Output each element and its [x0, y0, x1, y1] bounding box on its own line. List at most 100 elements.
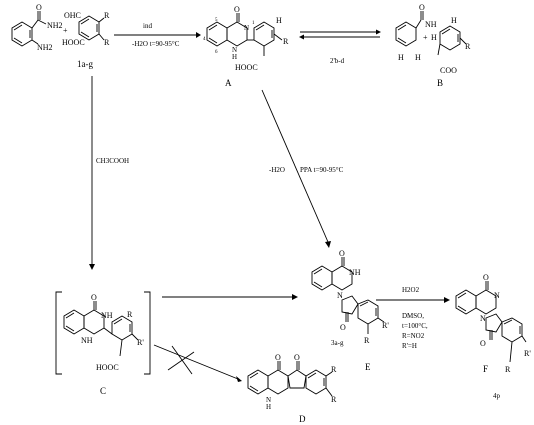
- double-bond: [397, 37, 407, 44]
- blocked-reaction-arrow: [153, 344, 239, 380]
- arrow-head: [444, 297, 450, 303]
- compound-f-structure: O N N O R' R: [455, 273, 531, 374]
- acid-condition: CH3COOH: [96, 157, 129, 165]
- benzene-ring: [395, 21, 417, 47]
- ring-hydrogen: H: [398, 53, 404, 62]
- step1-condition-bottom: -H2O t=90-95°C: [132, 40, 180, 48]
- benzene-ring: [206, 21, 228, 47]
- arrow-head: [292, 294, 298, 300]
- bond: [325, 371, 333, 377]
- compound-e-label: E: [365, 362, 371, 372]
- bond: [103, 327, 113, 335]
- double-bond: [208, 37, 218, 44]
- double-bond: [457, 305, 467, 312]
- bond: [31, 39, 39, 45]
- arrow-head: [236, 376, 242, 382]
- cross-mark: [167, 351, 195, 371]
- acid-label: COO: [440, 66, 457, 75]
- substituent-r: R: [331, 365, 337, 374]
- benzene-ring: [247, 369, 269, 395]
- bond: [119, 339, 123, 357]
- double-bond: [249, 372, 259, 379]
- compound-c-structure: O NH NH R R' HOOC: [55, 291, 151, 375]
- substituent-r: R: [104, 38, 110, 47]
- substituent-r: R: [283, 37, 289, 46]
- oxidation-solvent: DMSO,: [402, 312, 424, 320]
- oxidation-r2: R'=H: [402, 342, 417, 350]
- double-bond: [359, 301, 369, 307]
- bond: [131, 333, 139, 341]
- step1-condition-top: ind: [143, 22, 152, 30]
- compound-f-series: 4p: [493, 392, 501, 400]
- atom-number: 1: [252, 21, 255, 26]
- ring-hydrogen: H: [276, 16, 282, 25]
- carbonyl-oxygen: O: [480, 339, 486, 348]
- substituent-r-prime: R': [137, 338, 144, 347]
- ring-hydrogen: H: [431, 33, 437, 42]
- acid-label: HOOC: [96, 363, 119, 372]
- plus-sign: +: [63, 26, 68, 35]
- bond: [437, 43, 441, 56]
- double-bond: [80, 31, 90, 38]
- oxidation-r1: R=NO2: [402, 332, 425, 340]
- double-bond: [255, 24, 265, 31]
- atom-number: 5: [215, 18, 218, 23]
- ring-nitrogen: N: [244, 24, 249, 32]
- reactant-aminobenzamide: O NH2 NH2: [11, 3, 63, 52]
- left-bracket: [55, 291, 62, 375]
- ring-nitrogen: N: [494, 291, 500, 300]
- carbonyl-oxygen: O: [36, 3, 42, 12]
- compound-a-label: A: [225, 78, 232, 88]
- ring-nh: NH: [101, 311, 113, 320]
- ring-nitrogen: N: [266, 396, 271, 404]
- double-bond: [13, 37, 23, 44]
- arrow-head: [376, 29, 381, 35]
- double-bond: [13, 24, 23, 31]
- double-bond: [65, 312, 75, 319]
- ring-nh: NH: [349, 268, 361, 277]
- aryl-ring: [357, 299, 379, 325]
- aryl-ring: [253, 21, 275, 47]
- double-bond: [80, 18, 90, 25]
- amide-nh2: NH2: [47, 21, 63, 30]
- bond: [31, 19, 39, 29]
- double-bond: [65, 325, 75, 332]
- benzene-ring: [455, 289, 477, 315]
- heterocycle-ring: [475, 289, 497, 315]
- carbonyl-oxygen: O: [275, 353, 281, 362]
- compound-a-structure: O N N H H R HOOC 4 5 6 1: [203, 5, 289, 72]
- right-bracket: [144, 291, 151, 375]
- ring-nitrogen: N: [480, 314, 486, 323]
- substituent-r-prime: R': [524, 349, 531, 358]
- ring-hydrogen: H: [266, 403, 271, 411]
- arrow-head: [196, 32, 201, 38]
- five-ring: [287, 369, 307, 389]
- diagonal-condition-left: -H2O: [269, 166, 285, 174]
- acid-label: HOOC: [235, 63, 258, 72]
- bond: [37, 19, 47, 25]
- benzene-ring: [78, 15, 100, 41]
- compound-b-label: B: [437, 78, 443, 88]
- compound-e-series: 3a-g: [331, 339, 344, 347]
- reactant-label: 1a-g: [77, 59, 93, 69]
- aryl-ring: [305, 369, 327, 395]
- acid-label: HOOC: [62, 38, 85, 47]
- bond: [98, 33, 105, 41]
- oxidation-reagent: H2O2: [402, 286, 420, 294]
- equilibrium-condition: 2'b-d: [330, 57, 345, 65]
- amine-nh2: NH2: [37, 43, 53, 52]
- double-bond: [503, 319, 513, 325]
- carbonyl-oxygen: O: [340, 323, 346, 332]
- arrow-head: [325, 241, 331, 248]
- benzene-ring: [11, 21, 33, 47]
- compound-b-structure: O NH + H H H H R COO: [395, 3, 471, 75]
- atom-number: 6: [215, 50, 218, 55]
- ring-nitrogen: N: [337, 291, 343, 300]
- bond: [98, 17, 105, 23]
- double-bond: [113, 318, 123, 325]
- five-ring: [341, 295, 359, 315]
- bond: [459, 37, 467, 45]
- bond: [509, 341, 513, 363]
- benzene-ring: [311, 265, 333, 291]
